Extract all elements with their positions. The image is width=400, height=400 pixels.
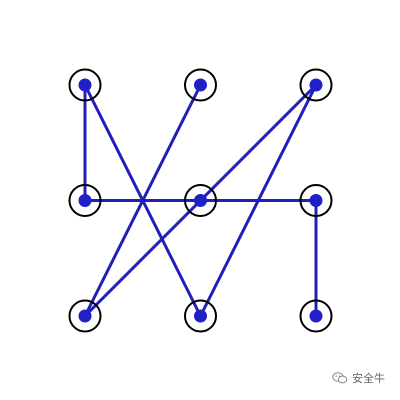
pattern-node-3[interactable] [299, 68, 333, 102]
pattern-node-dot [78, 309, 92, 323]
pattern-node-dot [194, 78, 207, 92]
pattern-node-dot [78, 194, 92, 207]
pattern-node-ring [299, 299, 333, 333]
pattern-node-7[interactable] [68, 299, 102, 333]
pattern-segment-3-8 [199, 83, 318, 318]
pattern-node-dot [78, 78, 92, 92]
pattern-node-2[interactable] [184, 68, 217, 102]
pattern-node-ring [68, 68, 102, 102]
pattern-node-ring [184, 299, 217, 333]
pattern-node-ring [68, 299, 102, 333]
wechat-bubble-icon [332, 372, 348, 384]
pattern-node-ring [299, 68, 333, 102]
watermark-text: 安全牛 [352, 371, 385, 385]
pattern-node-dot [309, 78, 323, 92]
pattern-node-ring [299, 184, 333, 217]
pattern-segment-7-2 [83, 83, 202, 318]
pattern-node-dot [309, 194, 323, 207]
pattern-node-ring [184, 68, 217, 102]
pattern-node-6[interactable] [299, 184, 333, 217]
pattern-node-8[interactable] [184, 299, 217, 333]
pattern-node-ring [184, 184, 217, 217]
pattern-node-dot [194, 309, 207, 323]
watermark: 安全牛 [332, 372, 385, 384]
pattern-node-ring [68, 184, 102, 217]
pattern-node-5[interactable] [184, 184, 217, 217]
pattern-node-4[interactable] [68, 184, 102, 217]
pattern-node-9[interactable] [299, 299, 333, 333]
pattern-nodes [68, 68, 333, 333]
pattern-node-dot [194, 194, 207, 207]
pattern-node-1[interactable] [68, 68, 102, 102]
pattern-node-dot [309, 309, 323, 323]
